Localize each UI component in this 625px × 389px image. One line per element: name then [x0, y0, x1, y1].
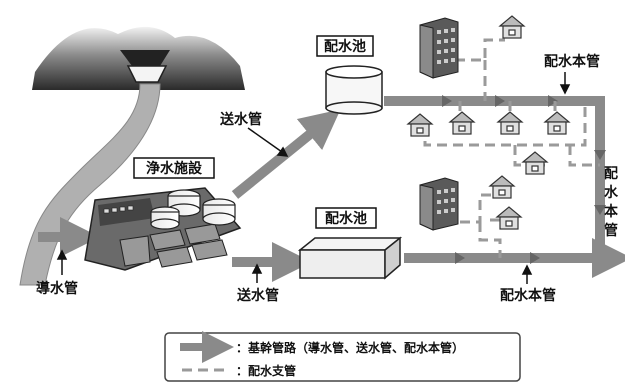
legend-branch-label: ：配水支管: [236, 363, 296, 378]
purification-plant-label: 浄水施設: [146, 160, 203, 177]
conveyance-pipe-top-label: 送水管: [219, 111, 262, 128]
vertical-label-char: 本: [604, 203, 619, 220]
distribution-main-vertical-label: 配 水 本 管: [604, 166, 619, 239]
mountain-dam: [32, 26, 245, 90]
label-pointers: [56, 72, 571, 284]
vertical-label-char: 水: [604, 184, 619, 201]
purification-plant: [84, 187, 242, 271]
reservoir-bottom-label: 配水池: [325, 210, 367, 227]
legend: ：基幹管路（導水管、送水管、配水本管） ：配水支管: [164, 331, 521, 382]
reservoir-top-label: 配水池: [324, 38, 366, 55]
house: [496, 111, 524, 135]
distribution-main-top-label: 配水本管: [544, 53, 600, 70]
houses: [406, 15, 571, 230]
legend-trunk-label: ：基幹管路（導水管、送水管、配水本管）: [236, 340, 464, 355]
reservoir-top: [325, 65, 383, 115]
house: [406, 113, 434, 137]
reservoir-top-label-box: [316, 35, 374, 57]
distribution-main-bottom-label: 配水本管: [500, 287, 556, 304]
vertical-label-char: 配: [604, 166, 618, 182]
purification-plant-label-box: [133, 157, 215, 179]
apartment-building-top: [419, 17, 459, 79]
flow-arrows: [442, 95, 606, 264]
conveyance-pipe-bottom-label: 送水管: [236, 287, 279, 304]
house: [521, 151, 549, 175]
trunk-pipes: [38, 96, 625, 282]
apartment-building-bottom: [419, 177, 459, 231]
conveyance-pointer-top: [247, 127, 289, 157]
house: [488, 175, 516, 199]
intake-pipe-label: 導水管: [36, 280, 78, 297]
vertical-label-char: 管: [604, 222, 618, 239]
house: [495, 206, 523, 230]
reservoir-bottom-label-box: [315, 207, 377, 229]
house: [448, 111, 476, 135]
house: [498, 15, 526, 39]
legend-box: [164, 332, 521, 382]
house: [543, 111, 571, 135]
reservoir-bottom: [297, 236, 403, 280]
